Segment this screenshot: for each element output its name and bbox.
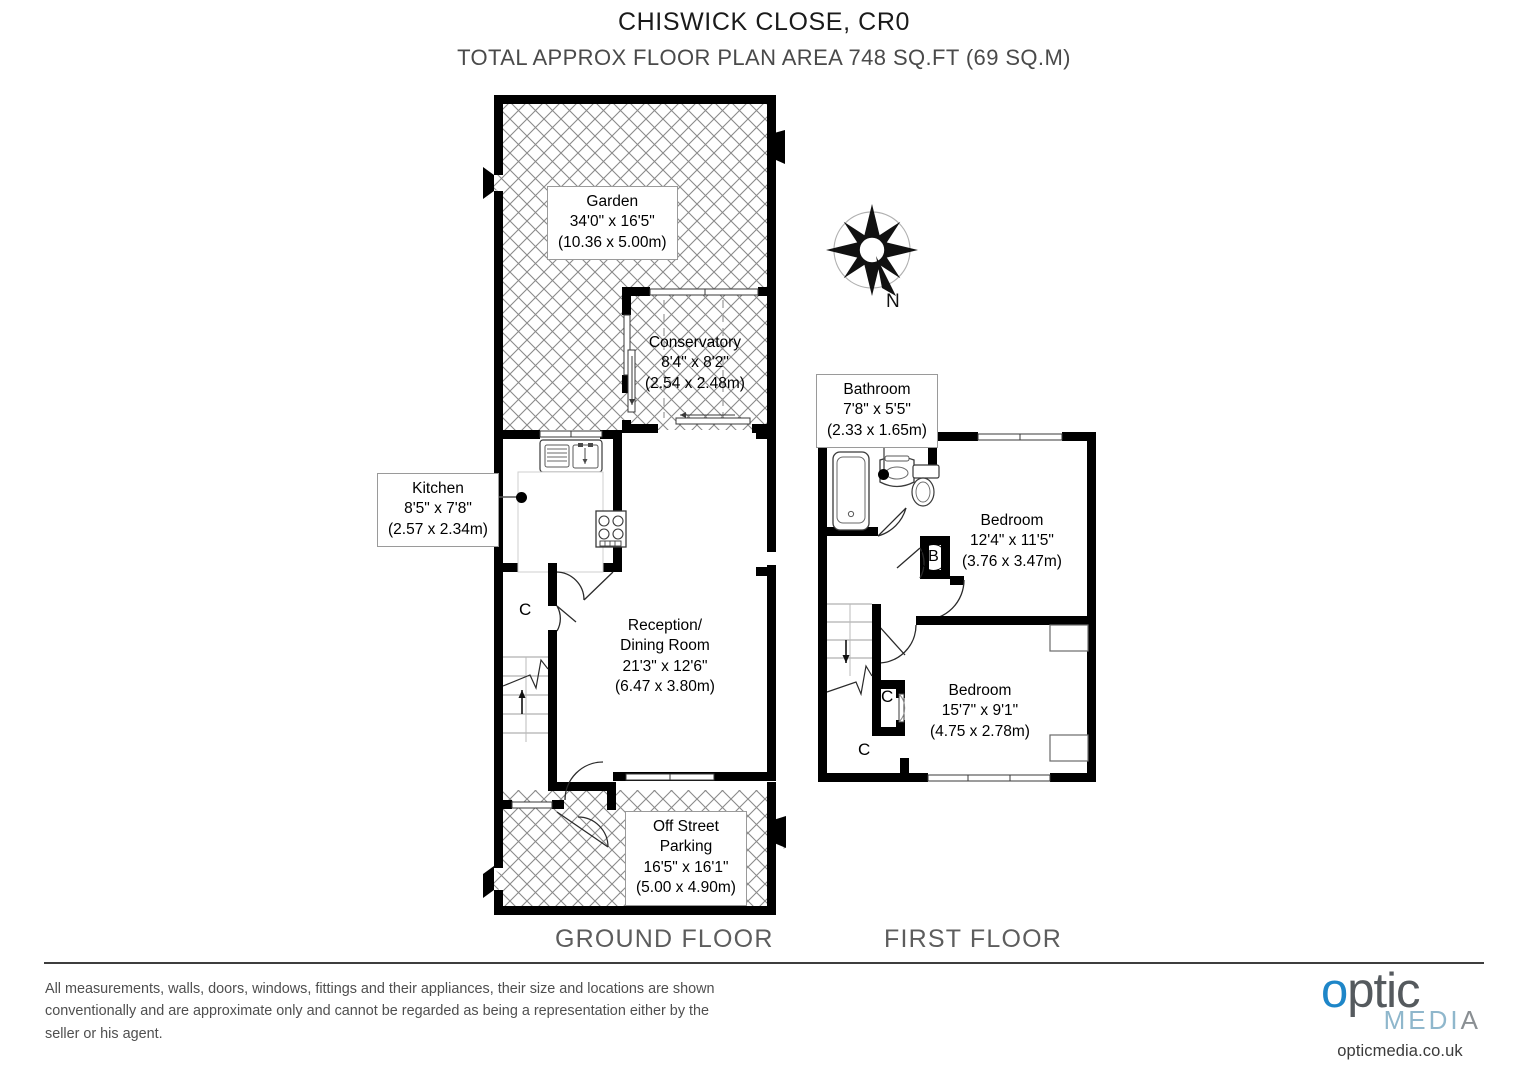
room-label-garden: Garden 34'0" x 16'5" (10.36 x 5.00m) [547, 186, 678, 261]
page-subtitle: TOTAL APPROX FLOOR PLAN AREA 748 SQ.FT (… [457, 45, 1071, 70]
room-label-conservatory: Conservatory 8'4" x 8'2" (2.54 x 2.48m) [645, 333, 745, 394]
ground-floor-caption: GROUND FLOOR [555, 925, 774, 953]
garden-walls [483, 95, 785, 432]
room-label-parking: Off Street Parking 16'5" x 16'1" (5.00 x… [625, 811, 747, 906]
footer-divider [44, 962, 1484, 964]
kitchen-leader-dot [516, 492, 527, 503]
bedroom1-notch [1078, 432, 1088, 441]
compass-north-label: N [886, 291, 900, 312]
bedroom2-fittings [1049, 624, 1089, 762]
ground-hall-stairs [494, 563, 577, 808]
reception-metric: (6.47 x 3.80m) [615, 678, 715, 696]
reception-name-2: Dining Room [620, 637, 710, 655]
room-label-bedroom-1: Bedroom 12'4" x 11'5" (3.76 x 3.47m) [962, 511, 1062, 572]
reception-name-1: Reception/ [627, 617, 703, 634]
first-floor-group [818, 432, 1096, 782]
first-floor-caption: FIRST FLOOR [884, 925, 1063, 953]
bathroom-name: Bathroom [843, 381, 911, 398]
parking-walls [483, 782, 786, 915]
compass-rose-icon [826, 204, 918, 296]
reception-imperial: 21'3" x 12'6" [622, 657, 708, 675]
bedroom1-metric: (3.76 x 3.47m) [962, 552, 1062, 570]
bedroom1-imperial: 12'4" x 11'5" [970, 532, 1054, 550]
parking-name-2: Parking [659, 838, 713, 856]
bathroom-imperial: 7'8" x 5'5" [843, 401, 911, 419]
cupboard-marker-ground: C [519, 600, 532, 619]
logo-media-a: A [1460, 1005, 1481, 1036]
bedroom1-name: Bedroom [980, 512, 1044, 529]
logo-letters-ptic: ptic [1347, 964, 1420, 1018]
kitchen-structure [494, 430, 627, 601]
kitchen-metric: (2.57 x 2.34m) [388, 520, 488, 538]
garden-name: Garden [586, 193, 639, 210]
page-title: CHISWICK CLOSE, CR0 [617, 8, 910, 36]
logo-url: opticmedia.co.uk [1337, 1042, 1463, 1061]
garden-metric: (10.36 x 5.00m) [558, 233, 667, 251]
bedroom2-imperial: 15'7" x 9'1" [941, 702, 1019, 720]
conservatory-imperial: 8'4" x 8'2" [661, 354, 729, 372]
logo-media-word: MEDIA [1315, 1005, 1485, 1036]
parking-imperial: 16'5" x 16'1" [643, 858, 729, 876]
parking-name-1: Off Street [652, 818, 719, 835]
room-label-kitchen: Kitchen 8'5" x 7'8" (2.57 x 2.34m) [377, 473, 499, 548]
kitchen-imperial: 8'5" x 7'8" [404, 500, 472, 518]
bathroom-metric: (2.33 x 1.65m) [827, 421, 927, 439]
header: CHISWICK CLOSE, CR0 TOTAL APPROX FLOOR P… [0, 8, 1528, 71]
logo-letter-o: o [1321, 964, 1348, 1018]
parking-metric: (5.00 x 4.90m) [636, 879, 736, 897]
room-label-reception: Reception/ Dining Room 21'3" x 12'6" (6.… [615, 616, 715, 698]
bedroom2-metric: (4.75 x 2.78m) [930, 722, 1030, 740]
cupboard-marker-first-upper: C [881, 687, 894, 706]
reception-structure [613, 430, 776, 781]
room-label-bedroom-2: Bedroom 15'7" x 9'1" (4.75 x 2.78m) [930, 681, 1030, 742]
logo-media-i: I [1450, 1005, 1461, 1036]
conservatory-structure [622, 287, 776, 433]
conservatory-name: Conservatory [648, 334, 742, 351]
landing-structure [826, 536, 1096, 697]
cupboard-marker-first-lower: C [858, 740, 871, 759]
conservatory-metric: (2.54 x 2.48m) [645, 374, 745, 392]
disclaimer-text: All measurements, walls, doors, windows,… [45, 981, 715, 1042]
room-label-bathroom: Bathroom 7'8" x 5'5" (2.33 x 1.65m) [816, 374, 938, 449]
bathroom-structure [818, 432, 940, 537]
logo-media-med: MED [1383, 1005, 1451, 1036]
bedroom2-name: Bedroom [948, 682, 1012, 699]
ground-entrance [494, 761, 616, 848]
first-floor-cupboards [818, 680, 909, 782]
bathroom-leader-dot [878, 469, 889, 480]
logo-wordmark: optic [1315, 967, 1485, 1016]
optic-media-logo: optic MEDIA opticmedia.co.uk [1315, 967, 1485, 1061]
boiler-marker-first: B [920, 544, 947, 571]
garden-imperial: 34'0" x 16'5" [569, 213, 655, 231]
kitchen-name: Kitchen [412, 480, 464, 497]
